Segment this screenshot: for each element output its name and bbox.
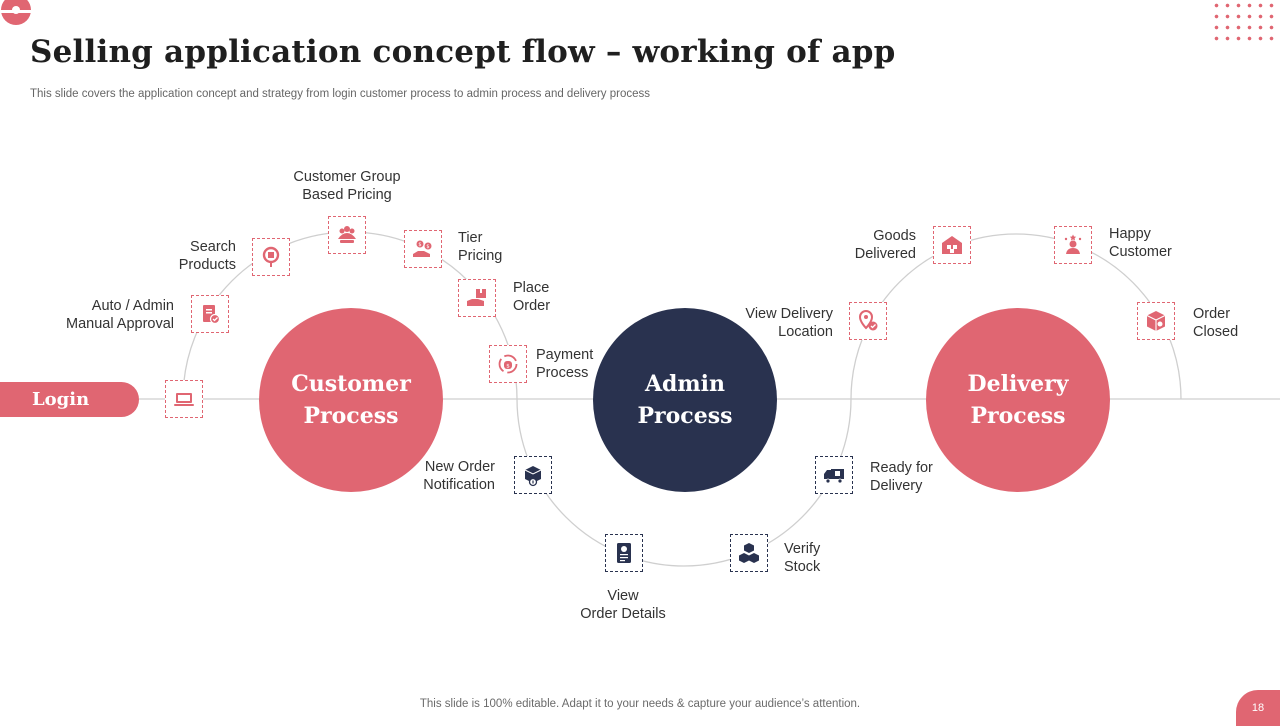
auto-admin-approval-label: Auto / Admin Manual Approval xyxy=(65,298,174,332)
svg-text:$: $ xyxy=(426,244,429,250)
dot-grid-decoration xyxy=(1211,0,1277,44)
warehouse-icon xyxy=(942,236,962,254)
group-icon xyxy=(338,226,356,243)
happy-customer-label: Happy Customer xyxy=(1109,226,1172,260)
verify-stock-label: Verify Stock xyxy=(784,541,821,575)
admin-process-label: Admin Process xyxy=(637,371,733,429)
footer-note: This slide is 100% editable. Adapt it to… xyxy=(419,698,861,710)
goods-delivered-label: Goods Delivered xyxy=(854,228,916,262)
tier-pricing-node: $$ xyxy=(404,230,442,268)
laptop-icon xyxy=(174,393,194,406)
svg-text:$: $ xyxy=(506,364,510,370)
customer-group-pricing-label: Customer Group Based Pricing xyxy=(293,169,401,203)
closed-box-icon xyxy=(1146,311,1166,331)
login-node xyxy=(165,380,203,418)
view-delivery-location-label: View Delivery Location xyxy=(745,306,833,340)
payment-process-node: $ xyxy=(489,345,527,383)
box-notification-icon xyxy=(524,466,542,487)
new-order-notification-node xyxy=(514,456,552,494)
search-product-icon xyxy=(262,246,280,267)
delivery-process-label: Delivery Process xyxy=(967,371,1069,429)
happy-customer-node xyxy=(1054,226,1092,264)
order-closed-node xyxy=(1137,302,1175,340)
search-products-label: Search Products xyxy=(178,239,236,273)
page-number-badge: 18 xyxy=(1236,690,1280,726)
customer-process-label: Customer Process xyxy=(291,371,411,429)
customer-group-pricing-node xyxy=(328,216,366,254)
place-order-node xyxy=(458,279,496,317)
payment-process-label: Payment Process xyxy=(536,347,594,381)
place-order-label: Place Order xyxy=(513,280,551,314)
customer-process-hub: Customer Process xyxy=(259,308,443,492)
view-order-details-node xyxy=(605,534,643,572)
svg-text:$: $ xyxy=(418,242,421,248)
corner-logo-icon xyxy=(0,0,34,25)
delivery-process-hub: Delivery Process xyxy=(926,308,1110,492)
verify-stock-node xyxy=(730,534,768,572)
order-closed-label: Order Closed xyxy=(1193,306,1239,340)
login-label: Login xyxy=(32,389,90,410)
page-title: Selling application concept flow – worki… xyxy=(30,34,896,70)
delivery-truck-icon xyxy=(824,469,844,484)
location-pin-icon xyxy=(858,309,878,331)
payment-cycle-icon: $ xyxy=(498,354,518,374)
new-order-notification-label: New Order Notification xyxy=(423,459,495,493)
approval-document-icon xyxy=(203,305,221,325)
view-order-details-label: View Order Details xyxy=(580,588,666,622)
happy-customer-icon xyxy=(1064,234,1082,254)
page-subtitle: This slide covers the application concep… xyxy=(30,88,651,100)
search-products-node xyxy=(252,238,290,276)
order-details-icon xyxy=(617,543,631,563)
login-button[interactable]: Login xyxy=(0,382,139,417)
admin-process-hub: Admin Process xyxy=(593,308,777,492)
auto-admin-approval-node xyxy=(191,295,229,333)
money-hand-icon: $$ xyxy=(413,240,432,257)
stock-boxes-icon xyxy=(739,543,759,563)
ready-for-delivery-label: Ready for Delivery xyxy=(870,460,933,494)
package-hand-icon xyxy=(467,289,486,306)
goods-delivered-node xyxy=(933,226,971,264)
page-number: 18 xyxy=(1251,702,1265,714)
view-delivery-location-node xyxy=(849,302,887,340)
tier-pricing-label: Tier Pricing xyxy=(458,230,503,264)
ready-for-delivery-node xyxy=(815,456,853,494)
